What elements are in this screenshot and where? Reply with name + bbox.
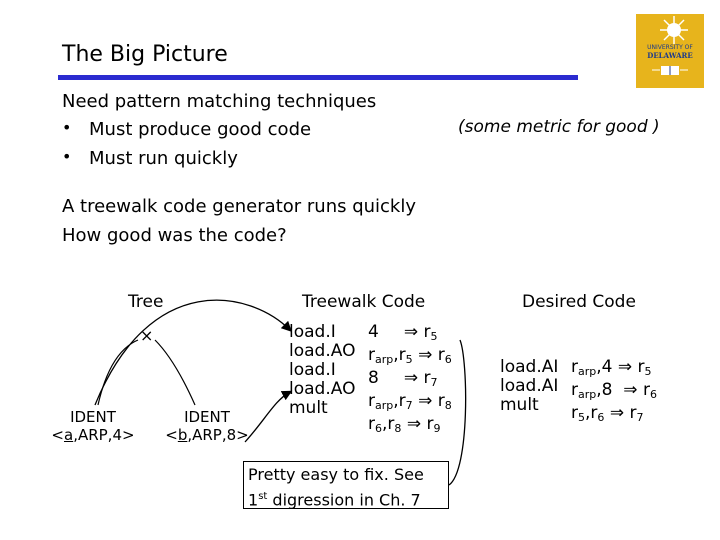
treewalk-op: load.I [289,322,336,342]
arrow-ident-b-to-code [244,390,293,443]
treewalk-operand-row: rarp,r7 ⇒ r8 [368,391,452,413]
desired-operand-row: rarp,8 ⇒ r6 [571,380,657,402]
treewalk-operands: 4⇒ r5 rarp,r5 ⇒ r6 8⇒ r7 rarp,r7 ⇒ r8 r6… [368,323,452,438]
arrow-ident-a-to-code [94,299,292,406]
desired-op: load.AI [500,376,559,396]
ident-a-op: IDENT [70,408,116,426]
treewalk-op: mult [289,398,328,418]
treewalk-operand-row: r6,r8 ⇒ r9 [368,414,441,436]
fix-note-line1: Pretty easy to fix. See [248,465,424,484]
ident-b-args: <b,ARP,8> [165,426,249,444]
ident-a-args: <a,ARP,4> [51,426,135,444]
logo-seal-icon: UNIVERSITY OF DELAWARE [636,14,704,88]
treewalk-op: load.AO [289,379,356,399]
tree-heading: Tree [128,292,164,312]
bullet-icon: • [62,147,72,166]
treewalk-operand-row: 4⇒ r5 [368,322,438,344]
bullet-produce-good-code: Must produce good code [89,119,312,140]
fix-note-box: Pretty easy to fix. See 1st digression i… [243,461,449,509]
desired-operand-row: rarp,4 ⇒ r5 [571,357,652,379]
treewalk-op: load.AO [289,341,356,361]
desired-code-heading: Desired Code [522,292,636,312]
treewalk-operand-row: 8⇒ r7 [368,368,438,390]
tree-node-ident-a: IDENT <a,ARP,4> [38,408,148,444]
treewalk-code-heading: Treewalk Code [302,292,426,312]
title-underline [58,75,578,80]
metric-note: (some metric for good ) [458,117,660,137]
treewalk-question: How good was the code? [62,225,287,246]
note-to-code-bracket [448,339,467,486]
treewalk-ops: load.I load.AO load.I load.AO mult [289,323,355,418]
desired-ops: load.AI load.AI mult [500,358,558,415]
bullet-run-quickly: Must run quickly [89,148,238,169]
fix-note-line2: 1st digression in Ch. 7 [248,490,421,510]
desired-operands: rarp,4 ⇒ r5 rarp,8 ⇒ r6 r5,r6 ⇒ r7 [571,358,657,427]
treewalk-op: load.I [289,360,336,380]
treewalk-operand-row: rarp,r5 ⇒ r6 [368,345,452,367]
intro-heading: Need pattern matching techniques [62,91,377,112]
desired-op: load.AI [500,357,559,377]
tree-node-ident-b: IDENT <b,ARP,8> [152,408,262,444]
slide-title: The Big Picture [62,42,228,67]
tree-edge-left [97,339,139,406]
treewalk-statement: A treewalk code generator runs quickly [62,196,417,217]
ident-b-op: IDENT [184,408,230,426]
desired-operand-row: r5,r6 ⇒ r7 [571,403,644,425]
logo-line2: DELAWARE [647,51,692,60]
logo-line1: UNIVERSITY OF [647,44,693,51]
tree-edge-right [154,339,196,406]
desired-op: mult [500,395,539,415]
bullet-icon: • [62,118,72,137]
university-logo: UNIVERSITY OF DELAWARE [636,14,704,88]
